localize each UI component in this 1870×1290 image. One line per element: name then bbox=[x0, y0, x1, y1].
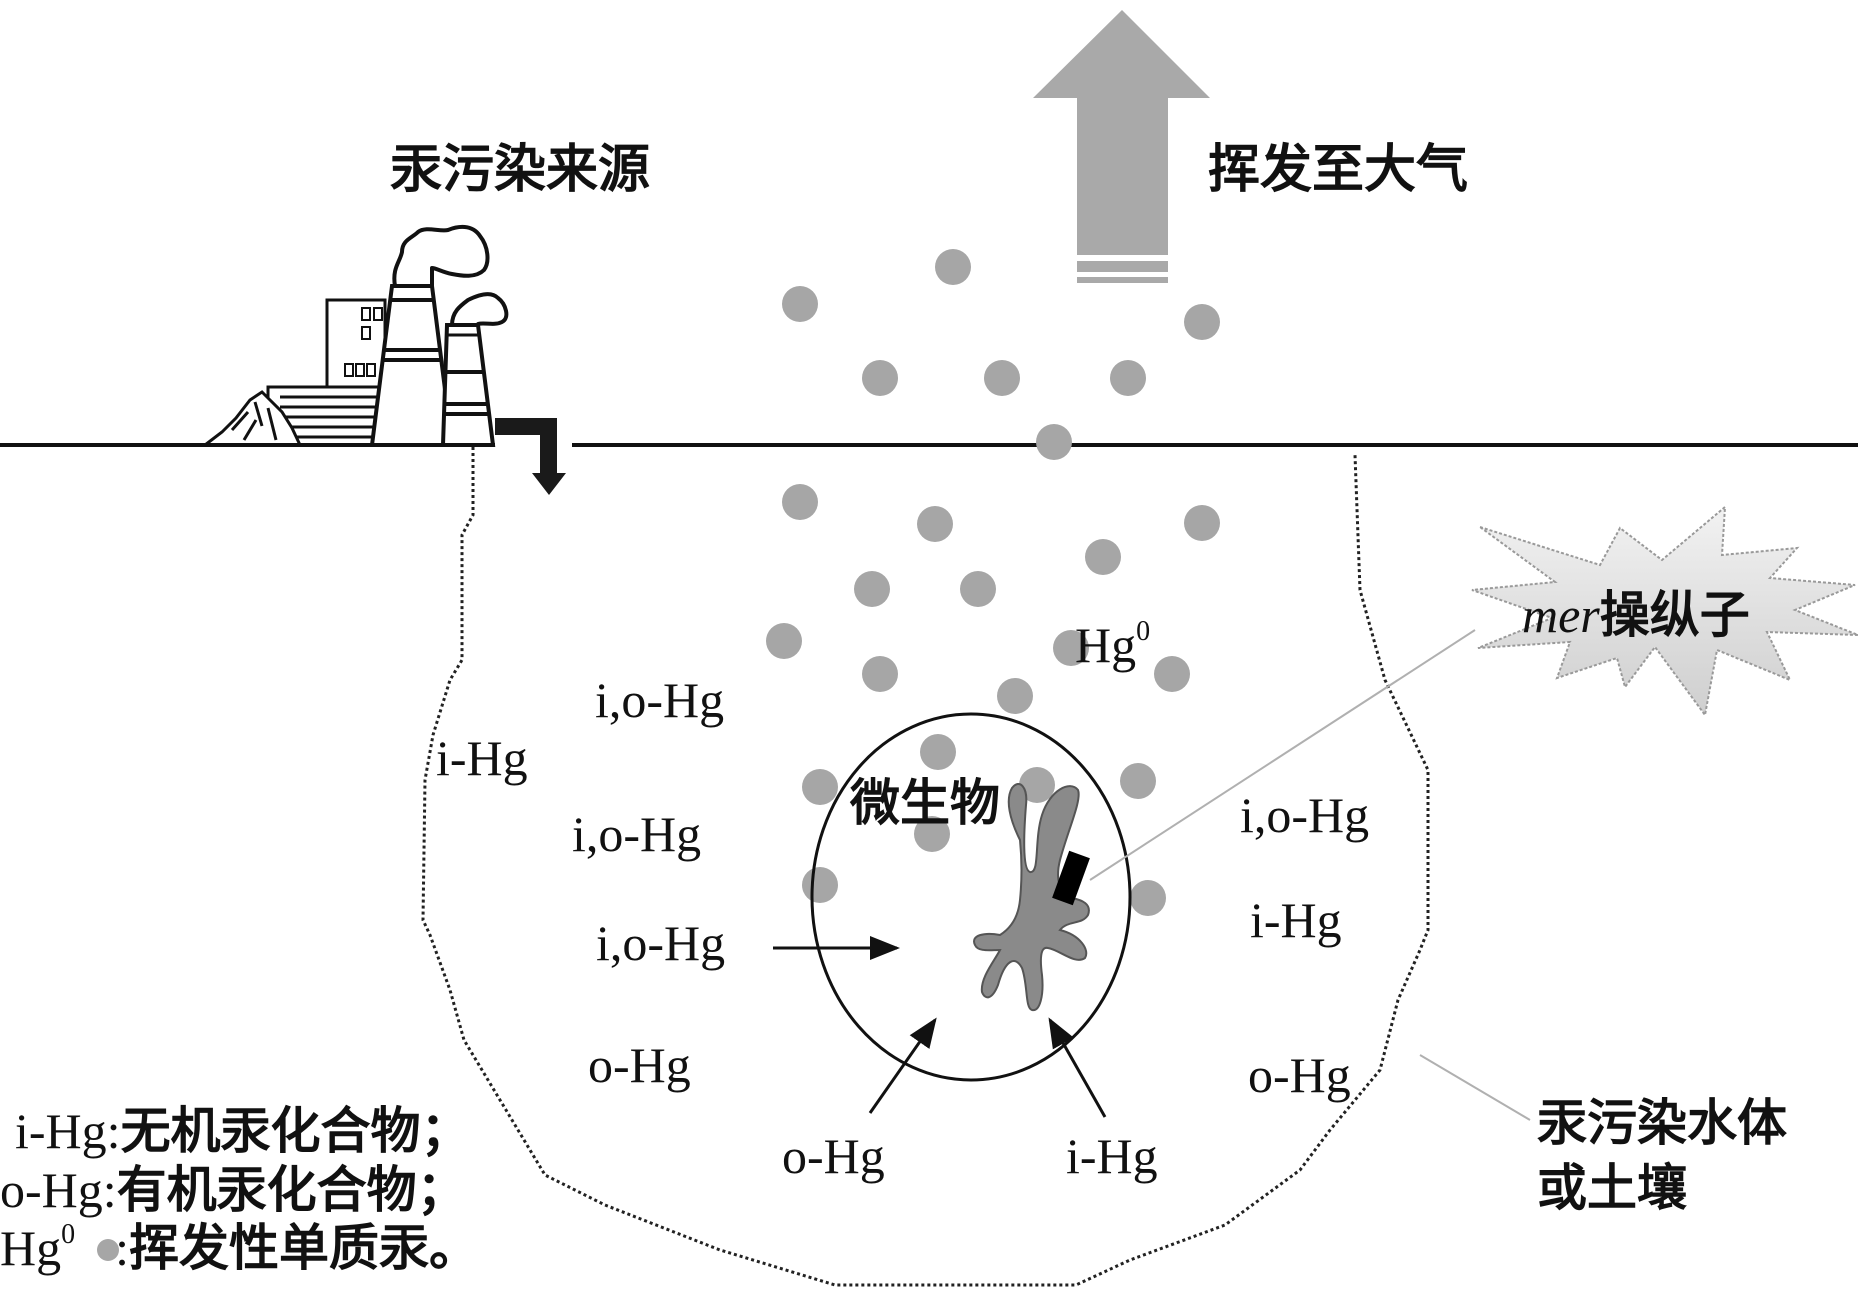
hg0-dot bbox=[782, 286, 818, 322]
uptake-arrow-i bbox=[1048, 1017, 1107, 1118]
species-label: i-Hg bbox=[1066, 1128, 1158, 1184]
hg0-label: Hg0 bbox=[1075, 616, 1150, 673]
hg0-dot bbox=[960, 571, 996, 607]
hg0-dot bbox=[984, 360, 1020, 396]
hg0-dot bbox=[862, 360, 898, 396]
species-label: i,o-Hg bbox=[572, 806, 701, 862]
hg0-dot bbox=[1036, 424, 1072, 460]
svg-text:mer操纵子: mer操纵子 bbox=[1522, 586, 1750, 644]
polluted-area-boundary bbox=[421, 447, 1430, 1287]
species-label: i,o-Hg bbox=[1240, 787, 1369, 843]
hg0-dot bbox=[1019, 767, 1055, 803]
hg0-dot bbox=[935, 249, 971, 285]
operon-text: 操纵子 bbox=[1600, 586, 1750, 644]
mer-italic: mer bbox=[1522, 587, 1600, 643]
species-label: i-Hg bbox=[1250, 892, 1342, 948]
microbe-label: 微生物 bbox=[849, 774, 1000, 832]
hg0-dot bbox=[782, 484, 818, 520]
legend: i-Hg:无机汞化合物； o-Hg:有机汞化合物； Hg0 :挥发性单质汞。 bbox=[0, 1102, 479, 1277]
species-label: i,o-Hg bbox=[596, 915, 725, 971]
hg0-dot bbox=[854, 571, 890, 607]
polluted-area-label-line2: 或土壤 bbox=[1537, 1159, 1687, 1217]
area-leader-line bbox=[1419, 1054, 1531, 1121]
hg0-dot bbox=[802, 769, 838, 805]
hg0-dot bbox=[914, 816, 950, 852]
discharge-arrow bbox=[495, 418, 566, 495]
species-label: o-Hg bbox=[782, 1128, 885, 1184]
hg0-dot bbox=[1130, 880, 1166, 916]
legend-item: i-Hg:无机汞化合物； bbox=[15, 1102, 471, 1160]
factory-icon bbox=[200, 224, 509, 447]
hg0-dot bbox=[917, 506, 953, 542]
volatilize-title: 挥发至大气 bbox=[1208, 140, 1468, 200]
hg0-dot bbox=[1184, 304, 1220, 340]
hg0-dot bbox=[997, 678, 1033, 714]
hg0-dot bbox=[766, 623, 802, 659]
hg0-dot bbox=[1154, 656, 1190, 692]
microbe-cell bbox=[810, 712, 1132, 1082]
operon-leader-line bbox=[1089, 629, 1476, 881]
smoke-cloud-large bbox=[392, 224, 490, 287]
hg0-dot bbox=[920, 734, 956, 770]
hg0-dot bbox=[1110, 360, 1146, 396]
volatilize-arrow bbox=[1033, 10, 1210, 283]
mer-operon-callout: mer操纵子 bbox=[1471, 504, 1859, 718]
hg0-dot bbox=[862, 656, 898, 692]
species-label: i,o-Hg bbox=[595, 672, 724, 728]
polluted-area-label-line1: 汞污染水体 bbox=[1537, 1094, 1787, 1152]
microbe-chromosome-icon bbox=[973, 783, 1090, 1012]
hg0-dot bbox=[1120, 763, 1156, 799]
hg0-dot bbox=[1184, 505, 1220, 541]
legend-item: Hg0 :挥发性单质汞。 bbox=[0, 1219, 479, 1277]
species-label: o-Hg bbox=[1248, 1047, 1351, 1103]
legend-hg0-dot-icon bbox=[97, 1239, 119, 1261]
mer-operon-marker bbox=[1052, 850, 1090, 906]
hg0-dot bbox=[1085, 539, 1121, 575]
hg0-dot bbox=[1053, 630, 1089, 666]
legend-item: o-Hg:有机汞化合物； bbox=[0, 1161, 467, 1219]
uptake-arrow-o bbox=[868, 1017, 937, 1114]
smoke-cloud-small bbox=[450, 292, 509, 326]
species-label: i-Hg bbox=[436, 730, 528, 786]
pollution-source-title: 汞污染来源 bbox=[390, 140, 650, 200]
hg0-dot bbox=[802, 867, 838, 903]
species-label: o-Hg bbox=[588, 1037, 691, 1093]
hg0-dot-field bbox=[766, 249, 1220, 916]
